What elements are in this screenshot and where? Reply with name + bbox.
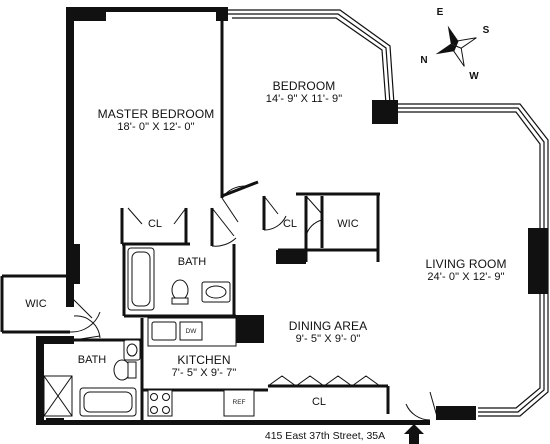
dishwasher-box	[179, 321, 203, 341]
compass-east: E	[436, 7, 444, 18]
doors	[69, 185, 439, 421]
living-room-name: LIVING ROOM	[425, 257, 507, 271]
kitchen-dims: 7'- 5" X 9'- 7"	[171, 367, 237, 379]
dishwasher-label: DW	[185, 328, 197, 335]
exterior-walls	[36, 7, 548, 425]
dining-area-dims: 9'- 5" X 9'- 0"	[295, 333, 361, 345]
wall-master-left	[66, 7, 74, 307]
bedroom-wic-label: WIC	[337, 218, 359, 230]
master-bedroom-label: MASTER BEDROOM 18'- 0" X 12'- 0"	[94, 108, 218, 134]
kitchen-label: KITCHEN 7'- 5" X 9'- 7"	[164, 354, 244, 380]
compass-south: S	[482, 25, 490, 36]
window-walls	[224, 9, 549, 417]
interior-walls	[0, 10, 390, 420]
kitchen-closet-doors	[267, 375, 381, 387]
master-bedroom-dims: 18'- 0" X 12'- 0"	[117, 121, 195, 133]
upper-bath-label: BATH	[177, 256, 207, 268]
refrigerator-label: REF	[232, 399, 246, 406]
bedroom-label: BEDROOM 14'- 9" X 11'- 9"	[248, 80, 360, 106]
address-caption: 415 East 37th Street, 35A	[264, 430, 386, 442]
bedroom-closet-label: CL	[282, 218, 298, 230]
kitchen-name: KITCHEN	[177, 353, 231, 367]
living-column	[528, 228, 548, 294]
fixtures	[43, 247, 255, 417]
refrigerator-box	[223, 389, 255, 417]
left-wic-label: WIC	[25, 298, 47, 310]
master-bedroom-name: MASTER BEDROOM	[97, 107, 215, 121]
kitchen-closet-label: CL	[311, 396, 327, 408]
compass-west: W	[469, 71, 479, 82]
master-closet-label: CL	[147, 218, 163, 230]
bedroom-dims: 14'- 9" X 11'- 9"	[265, 93, 343, 105]
dining-area-label: DINING AREA 9'- 5" X 9'- 0"	[280, 320, 376, 346]
compass-rose-icon	[435, 25, 477, 67]
lower-bath-label: BATH	[77, 354, 107, 366]
bedroom-name: BEDROOM	[272, 79, 336, 93]
toilet-upper	[171, 279, 189, 301]
living-room-label: LIVING ROOM 24'- 0" X 12'- 9"	[414, 258, 518, 284]
living-room-dims: 24'- 0" X 12'- 9"	[427, 271, 505, 283]
entrance-arrow-icon	[404, 424, 424, 444]
compass-north: N	[420, 55, 428, 66]
dining-area-name: DINING AREA	[288, 319, 368, 333]
kitchen-sink	[151, 321, 177, 341]
